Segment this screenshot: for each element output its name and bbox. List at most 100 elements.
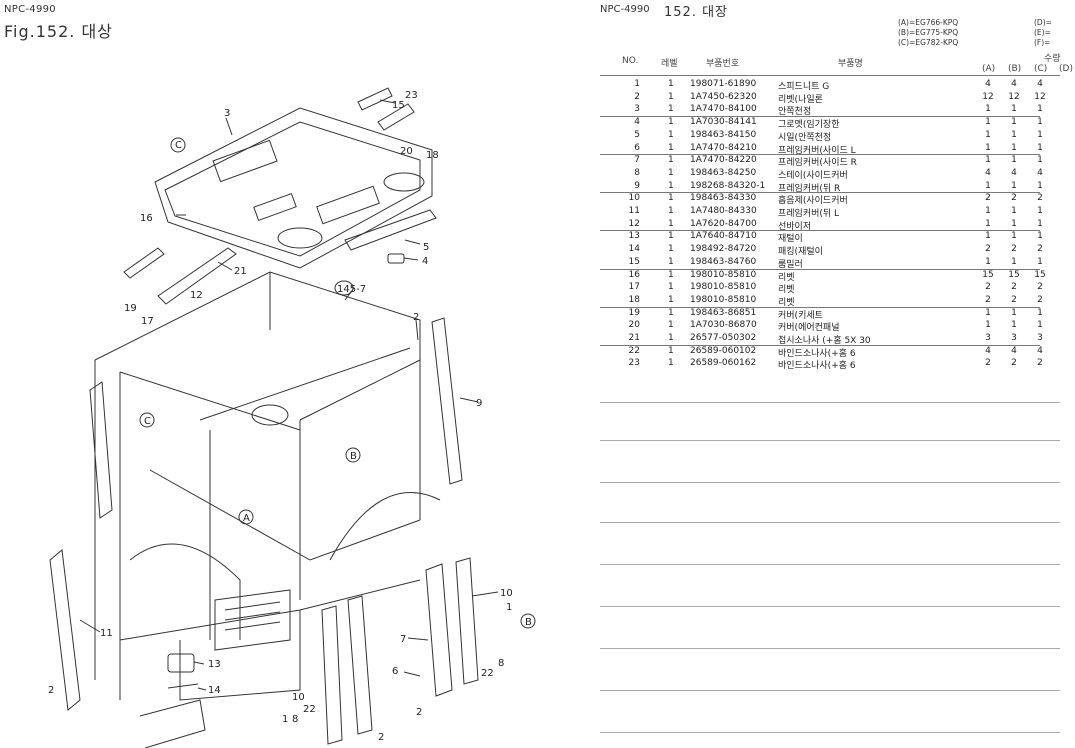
qty-a: 1 [985, 231, 991, 242]
callout: 10 [500, 588, 513, 599]
part-level: 1 [668, 180, 674, 191]
part-number: 198463-84250 [690, 167, 757, 178]
callout: 19 [124, 303, 137, 314]
qty-a: 1 [985, 155, 991, 166]
qty-a: 2 [985, 358, 991, 369]
group-rule [600, 116, 1040, 118]
qty-b: 12 [1008, 91, 1020, 102]
qty-a: 1 [985, 206, 991, 216]
callout: 2 [413, 312, 419, 323]
part-level: 1 [668, 193, 674, 204]
qty-b: 2 [1011, 193, 1017, 204]
qty-b: 2 [1011, 282, 1017, 293]
callout: 2 [48, 685, 54, 696]
col-header-c: (C) [1034, 64, 1048, 74]
part-name: 선바이저 [778, 221, 812, 232]
qty-b: 4 [1011, 345, 1017, 356]
part-number-index: 7 [634, 155, 640, 166]
part-number: 198268-84320-1 [690, 180, 766, 191]
qty-a: 1 [985, 117, 991, 128]
qty-b: 1 [1011, 180, 1017, 191]
qty-c: 1 [1037, 180, 1043, 191]
qty-b: 1 [1011, 231, 1017, 242]
part-name: 프레임커버(뒤 R [778, 183, 841, 194]
qty-c: 2 [1037, 193, 1043, 204]
part-name: 바인드소나사(+홈 6 [778, 361, 856, 372]
qty-a: 12 [982, 91, 994, 102]
col-header-part-no: 부품번호 [706, 59, 740, 69]
model-legend-extra: (D)= (E)= (F)= [1034, 18, 1052, 48]
qty-c: 4 [1037, 167, 1043, 178]
part-name: 프레임커버(사이드 R [778, 158, 857, 169]
model-c: (C)=EG782-KPQ [898, 38, 959, 47]
part-name: 리벳 [778, 285, 795, 296]
callout: 8 [292, 714, 298, 725]
qty-b: 15 [1008, 269, 1020, 280]
col-header-d: (D) [1059, 64, 1073, 74]
qty-c: 1 [1037, 320, 1043, 331]
part-number: 198463-84150 [690, 129, 757, 140]
ref-circle-b-right [520, 613, 536, 629]
part-number-index: 14 [628, 244, 640, 255]
ref-circle-145 [334, 280, 354, 296]
callout: 5 [423, 242, 429, 253]
callout: 21 [234, 266, 247, 277]
col-header-no: NO. [622, 56, 639, 66]
callout: C [144, 416, 151, 427]
part-number-index: 2 [634, 91, 640, 102]
qty-a: 1 [985, 129, 991, 140]
part-name: 흡음제(사이드커버 [778, 196, 848, 207]
part-name: 룸밀러 [778, 259, 803, 270]
qty-b: 2 [1011, 244, 1017, 255]
callout: 7 [400, 634, 406, 645]
qty-a: 1 [985, 320, 991, 331]
callout: 2 [416, 707, 422, 718]
part-number: 1A7470-84210 [690, 142, 757, 153]
qty-b: 1 [1011, 155, 1017, 166]
callout: 20 [400, 146, 413, 157]
callout: 23 [405, 90, 418, 101]
callout: 10 [292, 692, 305, 703]
part-number: 198010-85810 [690, 269, 757, 280]
part-name: 스피드니트 G [778, 82, 830, 92]
qty-c: 2 [1037, 244, 1043, 255]
model-e: (E)= [1034, 28, 1051, 37]
part-level: 1 [668, 79, 674, 89]
part-number-index: 19 [628, 307, 640, 318]
part-number-index: 5 [634, 129, 640, 140]
group-rule [600, 268, 1040, 270]
part-number: 1A7030-84141 [690, 117, 757, 128]
part-number-index: 4 [634, 117, 640, 128]
qty-c: 4 [1037, 79, 1043, 89]
model-legend: (A)=EG766-KPQ (B)=EG775-KPQ (C)=EG782-KP… [898, 18, 958, 48]
part-name: 안쪽천정 [778, 107, 812, 118]
qty-a: 3 [985, 333, 991, 343]
part-number: 198010-85810 [690, 282, 757, 293]
part-level: 1 [668, 358, 674, 369]
part-name: 재털이 [778, 234, 803, 245]
rule [600, 732, 1060, 733]
side-cover-left-drawing [49, 549, 81, 711]
part-number: 26589-060162 [690, 358, 757, 369]
rule [600, 402, 1060, 403]
qty-b: 1 [1011, 129, 1017, 140]
part-number: 26577-050302 [690, 333, 757, 343]
qty-a: 4 [985, 167, 991, 178]
part-name: 접시소나사 (+홈 5X 30 [778, 336, 871, 346]
part-level: 1 [668, 218, 674, 229]
group-rule [600, 154, 1040, 156]
header-rule [600, 75, 1060, 76]
part-level: 1 [668, 142, 674, 153]
